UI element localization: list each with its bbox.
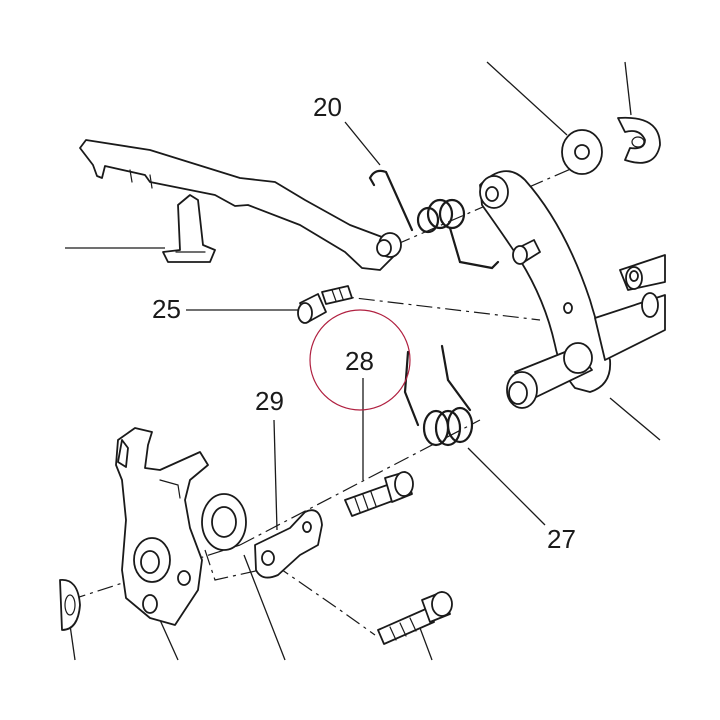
callout-28: 28 <box>345 346 374 376</box>
screw-lower <box>377 591 453 645</box>
lower-bracket <box>115 427 209 626</box>
callout-29: 29 <box>255 386 284 416</box>
leader-lines <box>65 61 661 661</box>
washer-top <box>561 129 603 175</box>
callout-25: 25 <box>152 294 181 324</box>
spring-20 <box>368 169 500 270</box>
pin-25 <box>297 285 353 324</box>
spring-27 <box>403 344 474 447</box>
callout-labels: 20 25 28 29 27 <box>152 92 576 554</box>
callout-20: 20 <box>313 92 342 122</box>
curved-bracket <box>479 170 612 409</box>
e-ring <box>617 116 661 164</box>
washer-left <box>59 579 81 631</box>
lever-arm <box>79 139 402 271</box>
callout-27: 27 <box>547 524 576 554</box>
highlight-circle <box>309 309 411 411</box>
washer-mid <box>201 493 247 551</box>
shaft <box>594 254 666 361</box>
screw-28 <box>344 471 414 517</box>
plate-29 <box>254 509 323 579</box>
